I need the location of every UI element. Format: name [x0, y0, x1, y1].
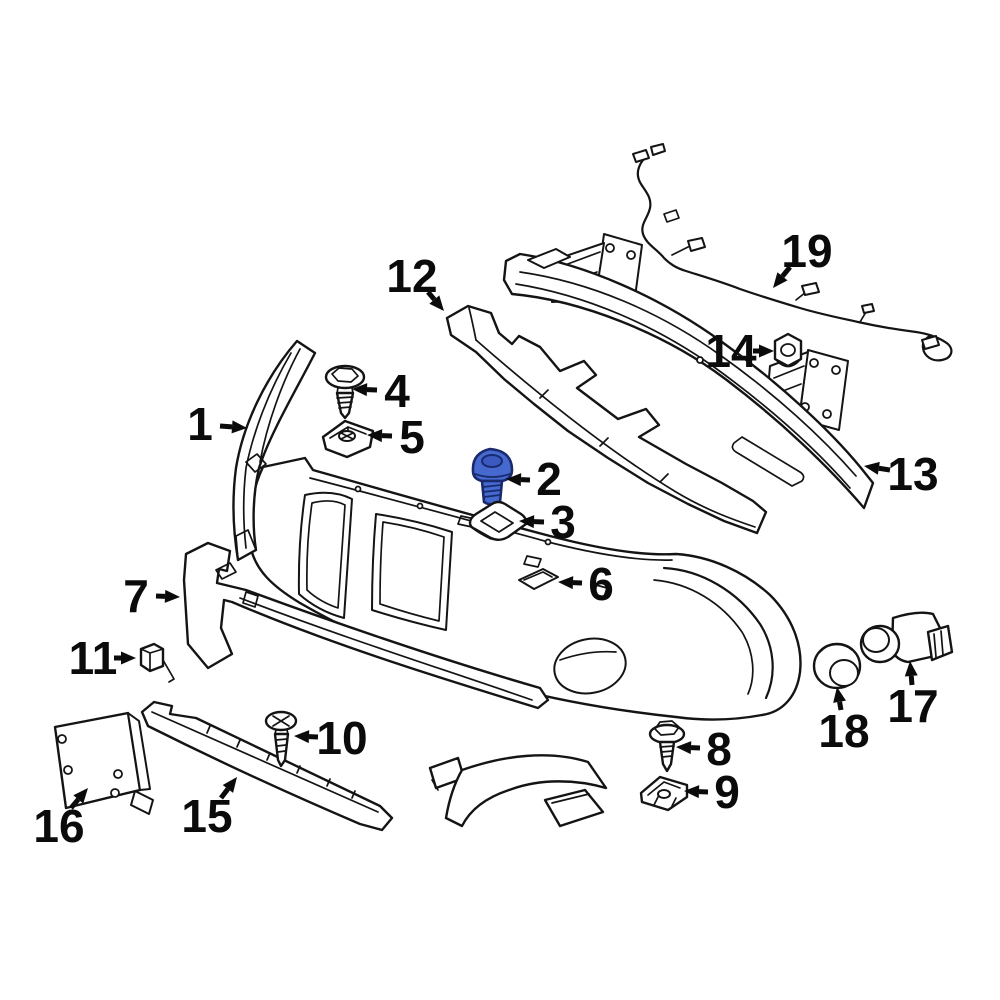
- part-11-small-clip: [139, 642, 175, 683]
- lower-valance-corner: [428, 754, 608, 828]
- callout-13-arrowhead: [864, 461, 880, 475]
- callout-9-arrowhead: [684, 785, 700, 799]
- callout-8-arrowhead: [676, 741, 692, 755]
- callout-8: 8: [676, 723, 732, 775]
- harness-connector: [921, 335, 940, 350]
- callout-19-number: 19: [781, 225, 832, 277]
- callout-15-number: 15: [181, 790, 232, 842]
- part-14-hex-flange-nut: [773, 332, 803, 368]
- callout-1-number: 1: [187, 398, 213, 450]
- callout-18-number: 18: [818, 705, 869, 757]
- callout-3-arrowhead: [519, 515, 535, 529]
- callout-14-arrowhead: [759, 344, 774, 358]
- callout-15-arrowhead: [222, 777, 237, 793]
- part-7-lower-center-support: [182, 541, 550, 710]
- harness-connector: [650, 143, 666, 156]
- callout-12-number: 12: [386, 250, 437, 302]
- callout-15-arrow: [219, 787, 230, 800]
- callout-11-arrowhead: [121, 651, 136, 665]
- callout-19-arrow: [780, 265, 792, 278]
- part-9-clip-nut: [639, 775, 689, 812]
- part-16-license-plate-bracket: [53, 711, 154, 815]
- callout-6-number: 6: [588, 558, 614, 610]
- callout-18-arrowhead: [833, 687, 846, 703]
- bumper-cover: [247, 456, 802, 721]
- callout-4-number: 4: [384, 365, 410, 417]
- part-6-tow-eye-cover: [518, 568, 559, 590]
- callout-2-arrowhead: [506, 473, 522, 487]
- callout-14-number: 14: [705, 325, 757, 377]
- callout-7: 7: [123, 570, 180, 622]
- callout-10-arrowhead: [294, 730, 310, 744]
- callout-4-arrowhead: [352, 383, 368, 397]
- part-5-expanding-nut: [321, 419, 375, 459]
- callout-4: 4: [352, 365, 410, 417]
- part-17-park-sensor: [859, 611, 954, 664]
- part-13-bumper-reinforcement: [502, 233, 875, 510]
- part-8-hex-screw: [648, 720, 686, 773]
- part-4-hex-washer-screw: [324, 364, 366, 420]
- callout-10: 10: [294, 712, 368, 764]
- part-2-bolt-screw-highlighted: [471, 447, 514, 506]
- harness-connector: [632, 149, 650, 163]
- callout-1: 1: [187, 398, 247, 450]
- harness-connector: [801, 282, 820, 296]
- callout-14: 14: [705, 325, 774, 377]
- callout-18-arrow: [837, 701, 844, 711]
- callout-5: 5: [367, 411, 425, 463]
- callout-19-arrowhead: [773, 272, 788, 288]
- part-1-side-support-bracket: [232, 339, 317, 562]
- callout-3-number: 3: [550, 496, 576, 548]
- callout-17-number: 17: [887, 680, 938, 732]
- callout-9: 9: [684, 766, 740, 818]
- callout-17: 17: [887, 661, 939, 732]
- callout-13: 13: [864, 448, 939, 500]
- harness-connector: [687, 237, 706, 252]
- fog-lamp-opening: [553, 637, 627, 695]
- callout-5-number: 5: [399, 411, 425, 463]
- callout-8-number: 8: [706, 723, 732, 775]
- callout-6-arrowhead: [558, 576, 574, 590]
- callout-16-arrow: [69, 797, 81, 810]
- callout-1-arrow: [219, 423, 233, 430]
- part-19-wiring-harness: [632, 143, 953, 362]
- callout-11-number: 11: [69, 632, 118, 684]
- callout-6: 6: [558, 558, 614, 610]
- callout-19: 19: [773, 225, 833, 288]
- part-10-phillips-screw: [264, 710, 298, 768]
- callout-3: 3: [519, 496, 576, 548]
- part-18-sensor-grommet: [812, 642, 862, 690]
- part-3-square-grommet: [468, 500, 528, 541]
- part-15-lower-trim-strip: [140, 700, 394, 832]
- part-12-energy-absorber: [445, 304, 768, 535]
- callout-12: 12: [386, 250, 444, 311]
- harness-connector: [861, 303, 875, 314]
- callout-12-arrowhead: [429, 295, 444, 311]
- callout-7-number: 7: [123, 570, 149, 622]
- callout-13-arrow: [878, 465, 891, 473]
- callout-17-arrowhead: [904, 661, 918, 677]
- callout-2-number: 2: [536, 453, 562, 505]
- callout-12-arrow: [426, 290, 437, 302]
- callout-15: 15: [181, 777, 237, 842]
- callout-9-number: 9: [714, 766, 740, 818]
- callout-10-number: 10: [316, 712, 367, 764]
- callout-16: 16: [33, 788, 88, 852]
- callout-11: 11: [69, 632, 136, 684]
- callout-16-number: 16: [33, 800, 84, 852]
- callout-5-arrowhead: [367, 429, 383, 443]
- callout-7-arrowhead: [164, 589, 180, 603]
- callout-17-arrow: [908, 675, 915, 686]
- callout-2: 2: [506, 453, 562, 505]
- callout-16-arrowhead: [73, 788, 88, 804]
- callout-18: 18: [818, 687, 870, 757]
- callout-13-number: 13: [887, 448, 938, 500]
- callout-1-arrowhead: [231, 420, 247, 434]
